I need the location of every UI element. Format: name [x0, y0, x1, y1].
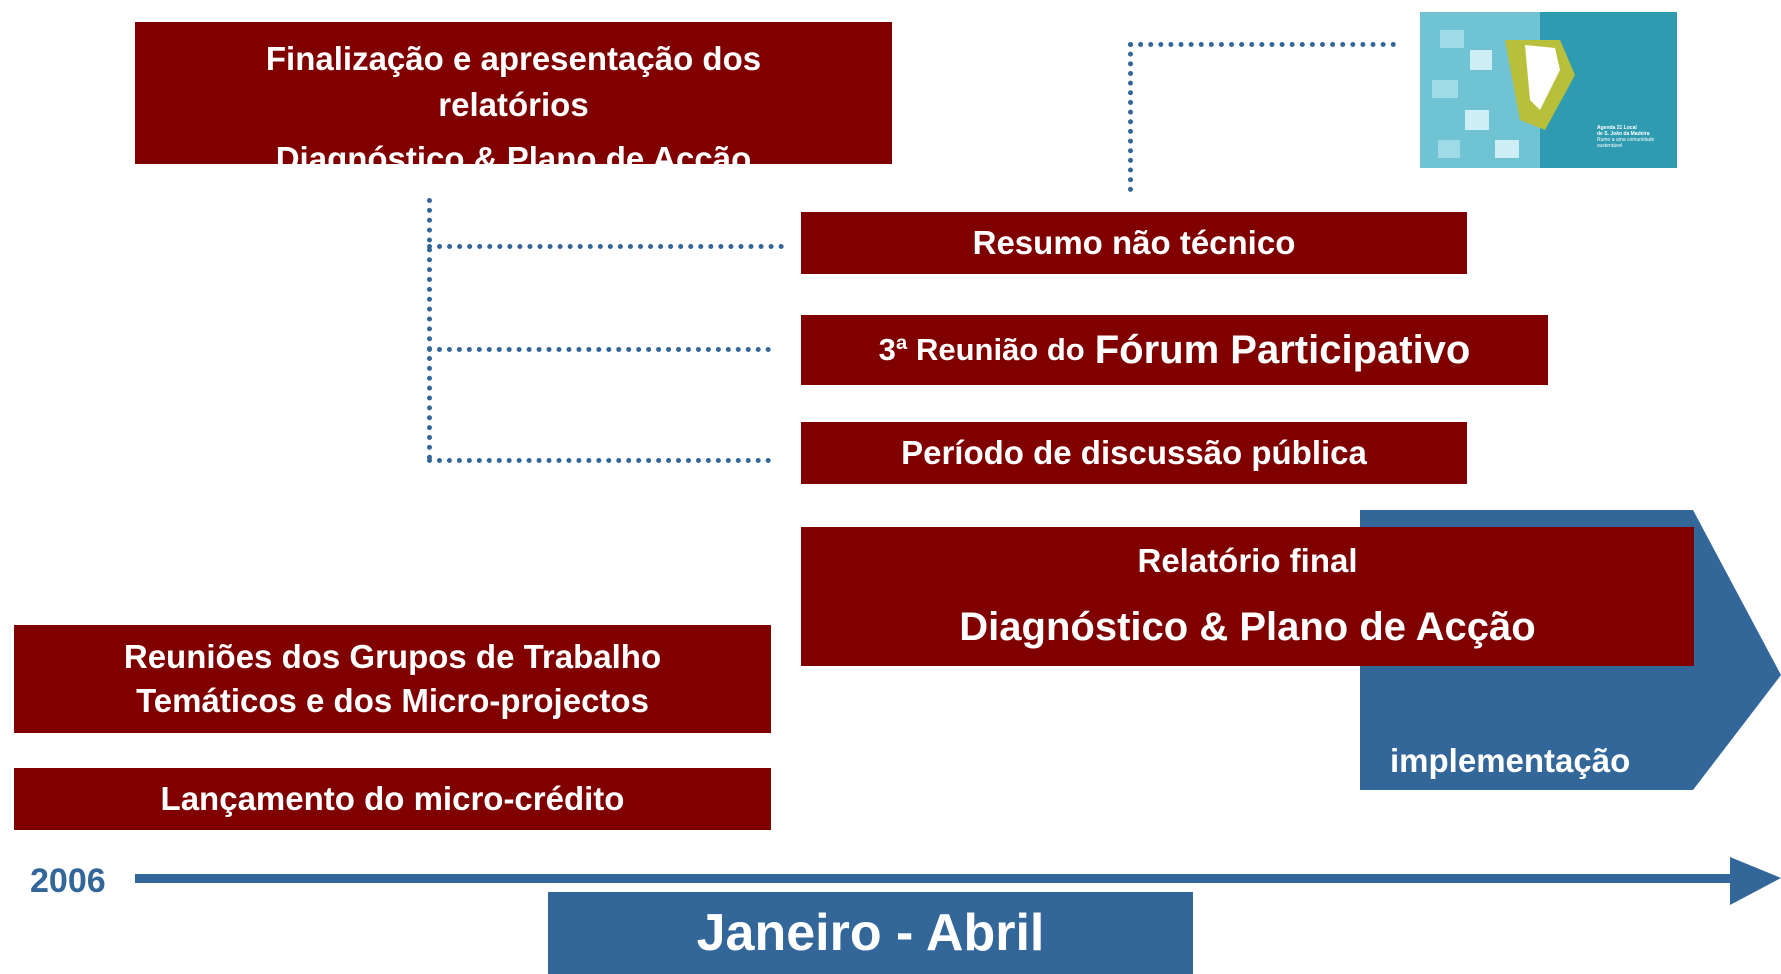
resumo-box: Resumo não técnico — [801, 212, 1467, 274]
relatorio-subtitle: Diagnóstico & Plano de Acção — [959, 605, 1536, 649]
finalizacao-box: Finalização e apresentação dos relatório… — [135, 22, 892, 164]
timeline-bar — [135, 874, 1735, 883]
connector-thumbnail-vertical — [1128, 42, 1133, 192]
thumbnail-title: Agenda 21 Local de S. João da Madeira Ru… — [1597, 125, 1677, 149]
timeline-arrowhead — [1730, 857, 1781, 905]
discussao-box: Período de discussão pública — [801, 422, 1467, 484]
relatorio-box: Relatório final Diagnóstico & Plano de A… — [801, 527, 1694, 666]
finalizacao-line: Diagnóstico & Plano de Acção — [275, 140, 752, 164]
relatorio-title: Relatório final — [1137, 542, 1358, 579]
reunioes-line: Temáticos e dos Micro-projectos — [136, 682, 649, 719]
reunioes-box: Reuniões dos Grupos de Trabalho Temático… — [14, 625, 771, 733]
connector-to-forum — [427, 347, 771, 352]
timeline-period: Janeiro - Abril — [696, 904, 1045, 962]
timeline-year: 2006 — [30, 862, 106, 900]
forum-box: 3ª Reunião do Fórum Participativo — [801, 315, 1548, 385]
lancamento-label: Lançamento do micro-crédito — [160, 780, 625, 817]
thumbnail-title-line: de S. João da Madeira — [1597, 131, 1650, 137]
connector-thumbnail-horizontal — [1128, 42, 1396, 47]
forum-prefix: 3ª Reunião do — [878, 332, 1085, 367]
lancamento-box: Lançamento do micro-crédito — [14, 768, 771, 830]
thumbnail-subtitle: Rumo a uma comunidade sustentável — [1597, 137, 1655, 149]
forum-name: Fórum Participativo — [1094, 327, 1471, 372]
finalizacao-line: Finalização e apresentação dos — [265, 40, 762, 77]
finalizacao-line: relatórios — [438, 86, 589, 123]
reunioes-line: Reuniões dos Grupos de Trabalho — [123, 638, 662, 675]
thumbnail-title-line: Agenda 21 Local — [1597, 125, 1637, 131]
discussao-label: Período de discussão pública — [901, 434, 1367, 471]
connector-to-resumo — [427, 244, 784, 249]
agenda-21-cover-thumbnail — [1420, 12, 1677, 180]
resumo-label: Resumo não técnico — [972, 224, 1296, 261]
connector-to-discussao — [427, 458, 771, 463]
timeline-period-box: Janeiro - Abril — [548, 892, 1193, 974]
connector-bracket-vertical — [427, 198, 432, 460]
implementacao-label: implementação — [1390, 742, 1631, 779]
